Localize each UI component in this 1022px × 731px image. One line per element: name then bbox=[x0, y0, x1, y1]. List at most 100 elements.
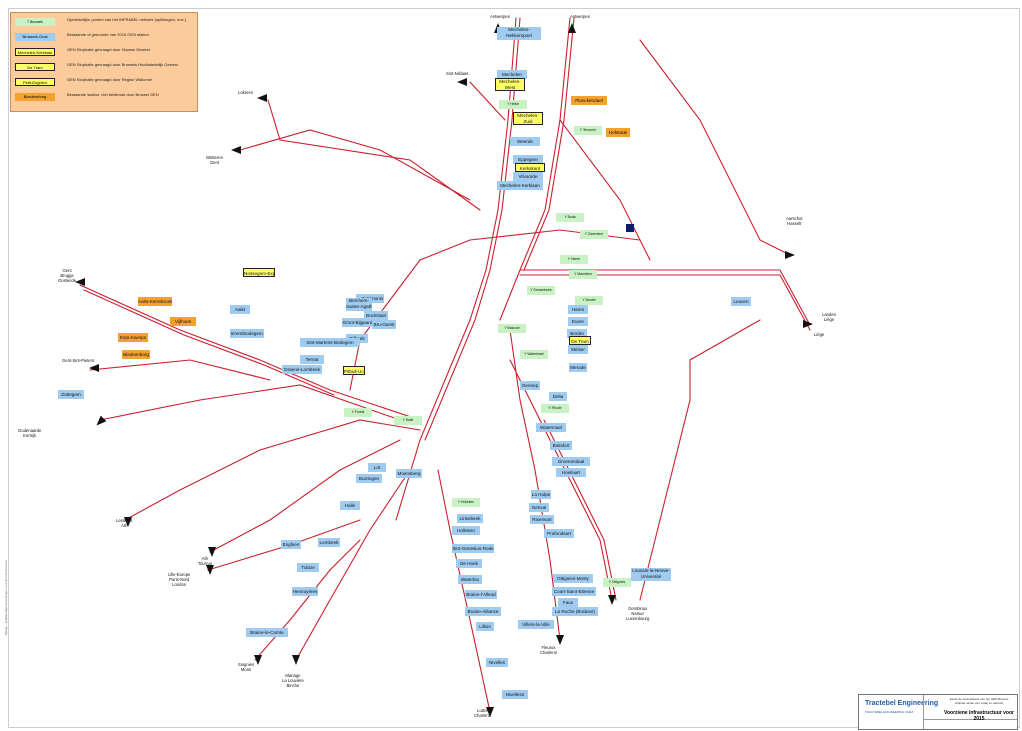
station-label: Ternat bbox=[300, 355, 324, 364]
station-label: Braine-le-Comte bbox=[246, 628, 288, 637]
station-label: Court-Saint-Etienne bbox=[552, 587, 596, 596]
line-leuven-east-2 bbox=[519, 274, 811, 331]
line-lokeren bbox=[267, 99, 481, 211]
direction-arrow-icon bbox=[208, 547, 216, 557]
station-label: De Hoek bbox=[456, 559, 482, 568]
station-label: Watermael bbox=[536, 423, 566, 432]
station-label: Eppegem bbox=[513, 155, 543, 164]
destination-liege: Liège bbox=[814, 332, 825, 337]
station-label: Weerde bbox=[510, 137, 540, 146]
station-label: Delta bbox=[549, 392, 567, 401]
switch-point-label: Y Heike bbox=[499, 100, 527, 109]
station-label: Boitsfort bbox=[550, 441, 572, 450]
legend-swatch: Brussels-Oost bbox=[15, 33, 55, 41]
line-leuven-east bbox=[519, 269, 811, 326]
line-leuven-north bbox=[639, 39, 791, 256]
station-label: Aalst bbox=[230, 305, 250, 314]
company-subtitle: TRACTEBEL ENGINEERING SUEZ bbox=[865, 710, 914, 714]
legend-swatch: Petit-Enghien bbox=[15, 78, 55, 86]
line-oudenaarde bbox=[99, 384, 401, 421]
station-unserved-label: Aalst-Kerrebroek bbox=[138, 297, 172, 306]
direction-arrow-icon bbox=[75, 278, 85, 286]
station-label: Waterloo bbox=[458, 575, 482, 584]
drawing-title: Voorziene infrastructuur voor 2015 bbox=[944, 710, 1014, 722]
line-gent-aalst bbox=[79, 284, 421, 421]
line-lessines bbox=[124, 419, 421, 521]
station-label: Zottegem bbox=[58, 390, 84, 399]
station-label: Braine-Alliance bbox=[465, 607, 501, 616]
station-label: Tubize bbox=[297, 563, 319, 572]
station-requested-label: De Tram bbox=[569, 336, 591, 345]
destination-antwerpen2: Antwerpen bbox=[570, 14, 591, 19]
direction-arrow-icon bbox=[486, 707, 494, 717]
line-gent-aalst-2 bbox=[83, 289, 335, 396]
legend-swatch: T Brussels bbox=[15, 18, 55, 26]
station-label: Rixensart bbox=[530, 515, 554, 524]
direction-arrow-icon bbox=[568, 23, 576, 33]
legend-swatch: De Tram bbox=[15, 63, 55, 71]
switch-point-label: Y Schaerbeek bbox=[527, 286, 555, 295]
station-label: Louvain-la-Neuve- Université bbox=[631, 568, 671, 581]
station-requested-label: Kerkskant bbox=[515, 163, 545, 172]
station-label: Meiser bbox=[568, 345, 588, 354]
station-label: Evere bbox=[568, 317, 588, 326]
line-gent-dendermonde bbox=[239, 129, 471, 201]
station-label: Nivelles bbox=[486, 658, 508, 667]
destination-gembloux: Gembloux Namur Luxembourg bbox=[626, 606, 650, 621]
station-label: Lillois bbox=[476, 622, 494, 631]
switch-point-label: Y Haren bbox=[560, 255, 588, 264]
title-block: Tractebel Engineering TRACTEBEL ENGINEER… bbox=[858, 694, 1018, 730]
switch-point-label: Y Buda bbox=[556, 213, 584, 222]
station-label: Bordet bbox=[567, 329, 587, 338]
direction-arrow-icon bbox=[257, 94, 267, 102]
direction-arrow-icon bbox=[785, 251, 795, 259]
station-requested-label: Mechelen- Zuid bbox=[513, 112, 543, 125]
destination-soignies: Soignies Mons bbox=[238, 662, 255, 672]
station-label: La Roche (Brabant) bbox=[552, 607, 598, 616]
station-label: Mechelen bbox=[497, 70, 527, 79]
marker-square bbox=[626, 224, 634, 232]
destination-landen: Landen Liège bbox=[822, 312, 836, 322]
destination-gent-sint-pieters: Gent-Sint-Pieters bbox=[62, 358, 95, 363]
station-requested-label: Nossegem-Expo bbox=[243, 268, 275, 277]
line-antwerpen-brussels bbox=[395, 17, 517, 521]
switch-point-label: Y Tervuren bbox=[574, 126, 602, 135]
company-logo: Tractebel Engineering bbox=[865, 700, 939, 707]
destination-aarschot: Aarschot Hasselt bbox=[786, 216, 803, 226]
station-label: Linkebeek bbox=[457, 514, 483, 523]
station-label: Berchem- Sainte-Agathe bbox=[346, 298, 372, 311]
station-unserved-label: Vijfhoek bbox=[170, 317, 196, 326]
station-label: Groenendaal bbox=[552, 457, 590, 466]
station-label: Sint-Martens-Bodegem bbox=[300, 338, 360, 347]
station-requested-label: Pitbull-Uccle bbox=[343, 366, 365, 375]
title-divider bbox=[923, 695, 924, 729]
station-label: Holleken bbox=[452, 526, 480, 535]
station-label: Buizingen bbox=[356, 474, 382, 483]
project-name: Etude de optimalisatie van het GEN-Bruss… bbox=[949, 697, 1009, 705]
station-label: Profondsart bbox=[544, 529, 574, 538]
legend-text: Bestaande of geboorde van 2015 GEN stati… bbox=[67, 32, 149, 37]
station-unserved-label: Planckendael bbox=[571, 96, 607, 105]
line-namur-2 bbox=[543, 419, 617, 601]
switch-point-label: Y Machelen bbox=[569, 270, 597, 279]
line-mechelen-leuven bbox=[559, 119, 651, 261]
station-label: Bru-Ouest bbox=[372, 320, 396, 329]
side-note: Bijlage - gelijkaardige benamingen voor … bbox=[4, 560, 8, 636]
line-ath bbox=[209, 439, 401, 553]
station-label: Braine-l'Alleud bbox=[465, 590, 497, 599]
line-antwerpen-brussels-2 bbox=[424, 17, 521, 441]
direction-arrow-icon bbox=[96, 415, 107, 426]
station-label: Lot bbox=[368, 463, 386, 472]
line-ottignies-west bbox=[509, 329, 561, 641]
destination-ath: Ath Tournai bbox=[198, 556, 212, 566]
legend-swatch: Mechelen-Kerklaan bbox=[15, 48, 55, 56]
destination-fleurus: Fleurus Charleroi bbox=[540, 645, 557, 655]
switch-point-label: Y Bordet bbox=[575, 296, 603, 305]
station-label: Hennuyères bbox=[292, 587, 318, 596]
station-label: Nivelles2 bbox=[502, 690, 528, 699]
switch-point-label: Y Holleken bbox=[452, 498, 480, 507]
station-label: Mechelen- Nekkerspoel bbox=[497, 27, 541, 40]
direction-arrow-icon bbox=[457, 78, 467, 86]
